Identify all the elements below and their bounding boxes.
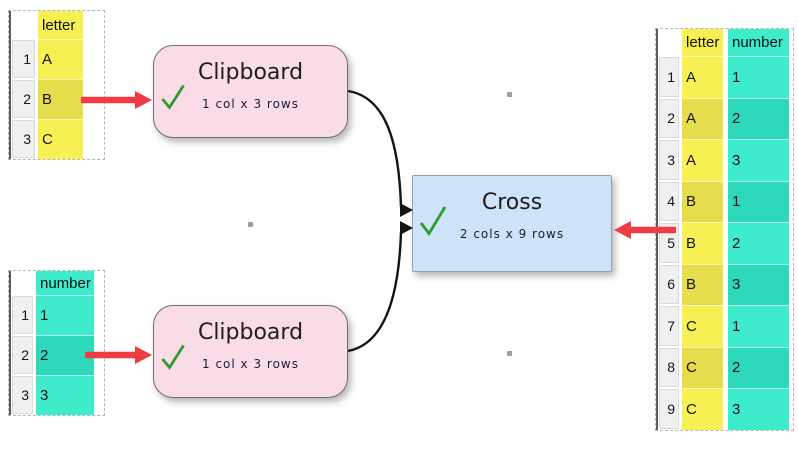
table-cell: A	[682, 97, 723, 139]
gutter-header-cell	[658, 29, 679, 56]
table-cell: 1	[728, 305, 789, 347]
node-title: Clipboard	[197, 60, 304, 85]
grid-dot	[248, 222, 253, 227]
row-number-cell: 9	[658, 388, 679, 430]
table-cell: C	[682, 305, 723, 347]
node-subtitle: 1 col x 3 rows	[202, 97, 299, 111]
table-edge-bar	[9, 11, 11, 159]
table-cell: 1	[728, 56, 789, 98]
connector-clipboard-top-to-cross[interactable]	[347, 89, 413, 217]
row-number-cell: 2	[11, 79, 35, 119]
connector-clipboard-bottom-to-cross[interactable]	[347, 221, 413, 353]
node-clipboard-top[interactable]: Clipboard 1 col x 3 rows	[153, 45, 348, 138]
table-cell: A	[682, 56, 723, 98]
table-edge-bar	[9, 271, 11, 415]
row-number-cell: 1	[658, 56, 679, 98]
row-number-cell: 7	[658, 305, 679, 347]
table-cell: C	[38, 119, 83, 159]
node-subtitle: 1 col x 3 rows	[202, 357, 299, 371]
row-number-cell: 2	[658, 98, 679, 140]
table-cell: 2	[36, 335, 94, 375]
row-number-cell: 2	[11, 335, 33, 375]
row-number-cell: 3	[11, 119, 35, 159]
row-number-cell: 1	[11, 39, 35, 79]
gutter-header-cell	[11, 271, 33, 295]
node-title: Cross	[481, 190, 543, 215]
grid-dot	[507, 351, 512, 356]
table-cell: B	[682, 180, 723, 222]
row-number-cell: 5	[658, 222, 679, 264]
node-cross[interactable]: Cross 2 cols x 9 rows	[412, 175, 612, 272]
checkmark-icon	[419, 206, 447, 236]
table-cell: A	[38, 39, 83, 79]
table-cell: B	[682, 222, 723, 264]
grid-dot	[507, 92, 512, 97]
table-cell: 3	[36, 375, 94, 415]
table-cell: B	[682, 263, 723, 305]
table-cell: 1	[36, 295, 94, 335]
row-number-cell: 4	[658, 181, 679, 223]
checkmark-icon	[161, 84, 185, 110]
gutter-header-cell	[11, 11, 35, 39]
table-empty-area	[83, 11, 104, 159]
column-header: number	[36, 271, 94, 295]
node-title: Clipboard	[197, 320, 304, 345]
table-empty-area	[789, 29, 793, 430]
table-cell: 3	[728, 263, 789, 305]
table-empty-area	[94, 271, 104, 415]
table-cell: 2	[728, 346, 789, 388]
table-cell: A	[682, 139, 723, 181]
node-clipboard-bottom[interactable]: Clipboard 1 col x 3 rows	[153, 305, 348, 398]
row-number-cell: 6	[658, 264, 679, 306]
table-cell: B	[38, 79, 83, 119]
table-cell: 1	[728, 180, 789, 222]
row-number-cell: 3	[11, 375, 33, 415]
column-header: number	[728, 29, 789, 56]
table-cell: 3	[728, 139, 789, 181]
row-number-cell: 8	[658, 347, 679, 389]
row-number-cell: 3	[658, 139, 679, 181]
row-number-cell: 1	[11, 295, 33, 335]
column-header: letter	[682, 29, 723, 56]
table-cell: 2	[728, 97, 789, 139]
table-cell: C	[682, 388, 723, 430]
table-cell: C	[682, 346, 723, 388]
column-header: letter	[38, 11, 83, 39]
table-cell: 3	[728, 388, 789, 430]
node-subtitle: 2 cols x 9 rows	[459, 227, 565, 241]
table-cell: 2	[728, 222, 789, 264]
checkmark-icon	[161, 344, 185, 370]
